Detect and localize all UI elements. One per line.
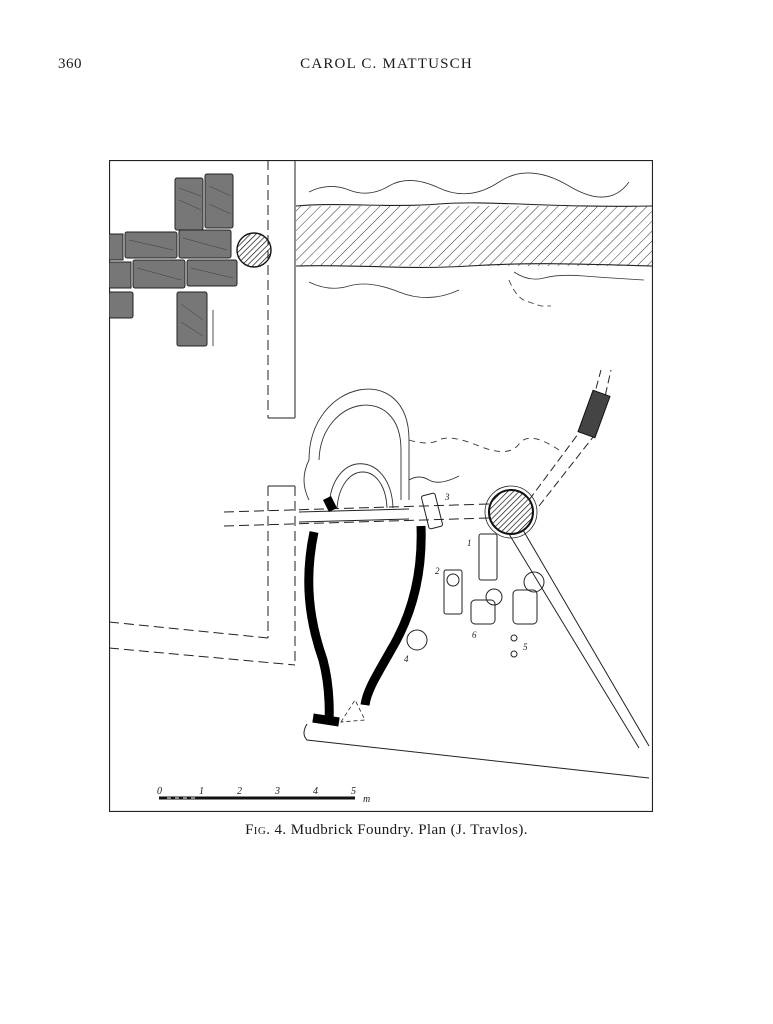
scale-tick-2: 2 — [237, 786, 242, 797]
figure-frame — [109, 160, 653, 812]
scale-tick-3: 3 — [274, 786, 280, 797]
feature-number-2: 2 — [435, 566, 440, 576]
column-base — [236, 232, 272, 268]
scale-tick-1: 1 — [199, 786, 204, 797]
feature-number-4: 4 — [404, 654, 409, 664]
stone-blocks — [109, 173, 238, 347]
channel — [223, 503, 490, 527]
feature-number-6: 6 — [472, 630, 477, 640]
feature-number-1: 1 — [467, 538, 472, 548]
scale-unit: m — [363, 794, 370, 805]
pit-outlines — [303, 388, 560, 509]
feature-number-5: 5 — [523, 642, 528, 652]
dashed-wall-west — [109, 160, 296, 666]
caption-text: Mudbrick Foundry. Plan (J. Travlos). — [290, 822, 528, 838]
page-number: 360 — [58, 56, 82, 72]
drain-block — [577, 389, 611, 439]
scale-tick-0: 0 — [157, 786, 162, 797]
scale-tick-5: 5 — [351, 786, 356, 797]
round-base — [488, 489, 534, 535]
running-head: CAROL C. MATTUSCH — [300, 56, 473, 72]
scale-tick-4: 4 — [313, 786, 318, 797]
ground-line — [303, 723, 650, 779]
diagonal-drain — [508, 369, 650, 749]
scale-bar: 0 1 2 3 4 5 m — [157, 786, 370, 805]
caption-label: Fig. 4. — [245, 822, 287, 838]
feature-number-3: 3 — [444, 492, 450, 502]
small-features — [406, 492, 545, 658]
furnace-walls — [304, 495, 426, 727]
figure-plan: 3 1 2 6 4 5 0 1 2 3 4 5 m — [109, 160, 653, 812]
figure-caption: Fig. 4. Mudbrick Foundry. Plan (J. Travl… — [0, 822, 773, 839]
wall-strip — [295, 172, 653, 307]
